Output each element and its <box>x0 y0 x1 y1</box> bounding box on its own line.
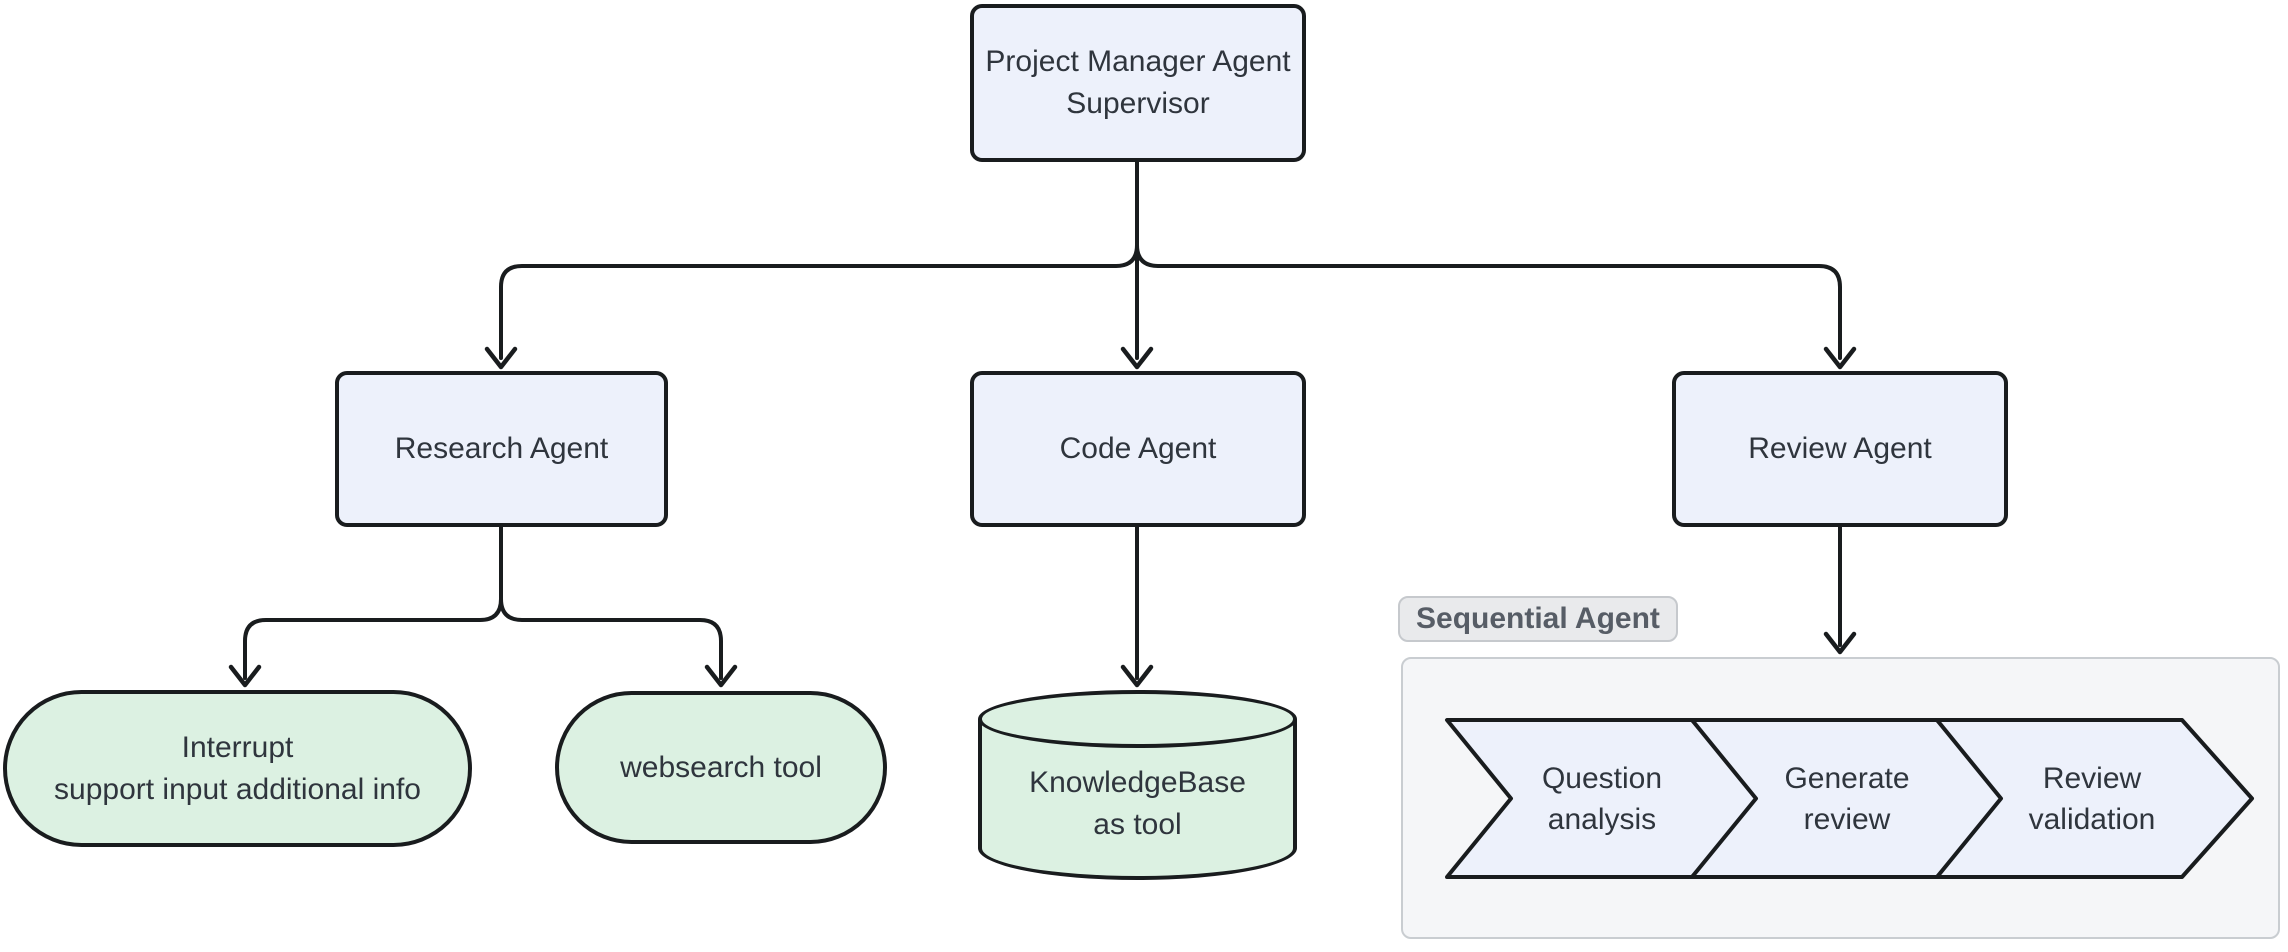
node-label-line: as tool <box>1093 808 1182 841</box>
arrowhead <box>1823 631 1857 655</box>
arrowhead <box>1120 346 1154 370</box>
step-label-line: analysis <box>1547 802 1657 836</box>
sequential-agent-label: Sequential Agent <box>1398 596 1678 642</box>
arrowhead <box>484 346 518 370</box>
node-project-manager-agent-supervisor: Project Manager Agent Supervisor <box>970 4 1306 162</box>
node-label-line: Interrupt <box>181 730 294 764</box>
arrowhead <box>228 664 262 688</box>
step-label-line: Review <box>2042 761 2142 795</box>
node-label-line: Supervisor <box>1066 87 1210 120</box>
edge-research-interrupt <box>243 525 503 680</box>
node-label-line: support input additional info <box>54 772 421 806</box>
node-websearch-tool: websearch tool <box>555 691 887 844</box>
sequential-agent-label-text: Sequential Agent <box>1416 602 1660 635</box>
step-review-validation: Review validation <box>1962 720 2222 877</box>
step-generate-review: Generate review <box>1717 720 1977 877</box>
step-question-analysis: Question analysis <box>1472 720 1732 877</box>
arrowhead <box>704 664 738 688</box>
step-label-line: validation <box>2028 802 2156 836</box>
cylinder-top-ellipse <box>978 690 1297 748</box>
node-knowledgebase-cylinder: KnowledgeBase as tool <box>978 690 1297 880</box>
node-label: websearch tool <box>620 750 822 784</box>
node-research-agent: Research Agent <box>335 371 668 527</box>
node-label-line: KnowledgeBase <box>1029 766 1246 799</box>
node-code-agent: Code Agent <box>970 371 1306 527</box>
edge-supervisor-review <box>1135 160 1842 360</box>
step-label-line: Generate <box>1784 761 1910 795</box>
step-label-line: review <box>1803 802 1891 836</box>
arrowhead <box>1120 664 1154 688</box>
step-label-line: Question <box>1541 761 1663 795</box>
node-interrupt-tool: Interrupt support input additional info <box>3 690 472 847</box>
node-label: KnowledgeBase as tool <box>978 728 1297 880</box>
edge-research-websearch <box>499 525 723 680</box>
node-label: Research Agent <box>394 432 609 465</box>
arrowhead <box>1823 346 1857 370</box>
node-review-agent: Review Agent <box>1672 371 2008 527</box>
node-label-line: Project Manager Agent <box>985 45 1291 78</box>
node-label: Review Agent <box>1748 432 1932 465</box>
node-label: Code Agent <box>1059 432 1217 465</box>
edge-supervisor-research <box>499 160 1139 360</box>
